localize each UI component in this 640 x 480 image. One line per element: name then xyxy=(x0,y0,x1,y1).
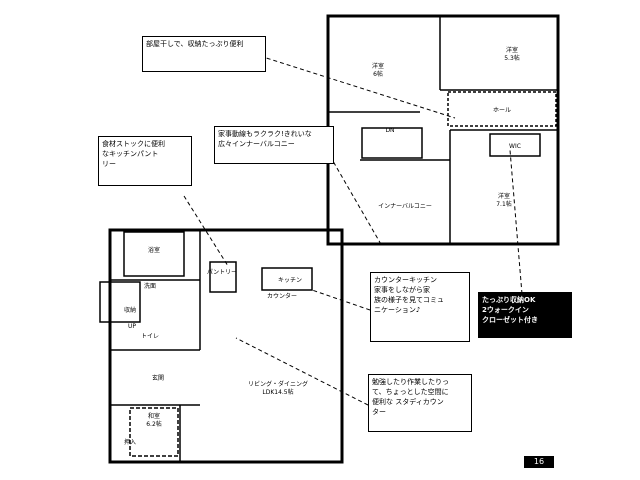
room-label: キッチン xyxy=(278,277,302,284)
room-label: DN xyxy=(385,127,394,134)
stairs-2f xyxy=(361,127,423,159)
room-label: インナーバルコニー xyxy=(378,203,432,210)
room-label: 洋室 xyxy=(506,46,518,54)
room-label: パントリー xyxy=(207,269,237,276)
callout-inner-balcony: 家事動線もラクラク!きれいな 広々インナーバルコニー xyxy=(214,126,334,164)
callout-study: 勉強したり作業したりっ て、ちょっとした空間に 便利な スタディカウン ター xyxy=(368,374,472,432)
kitchen-counter xyxy=(261,267,313,291)
bath-1f xyxy=(123,231,185,277)
room-label: 浴室 xyxy=(148,246,160,254)
room-label: カウンター xyxy=(267,292,297,300)
leader xyxy=(259,55,456,119)
room-label: 和室 xyxy=(148,412,160,420)
wic-2f xyxy=(489,133,541,157)
room-label: 洗面 xyxy=(144,282,156,290)
leader xyxy=(329,155,383,247)
room-label: ホール xyxy=(493,107,511,114)
callout-laundry: 部屋干しで、収納たっぷり便利 xyxy=(142,36,266,72)
room-label: UP xyxy=(128,323,136,330)
balcony-2f xyxy=(447,91,557,127)
callout-kitchen: カウンターキッチン 家事をしながら家 族の様子を見てコミュ ニケーション♪ xyxy=(370,272,470,342)
room-label: 7.1帖 xyxy=(496,200,512,208)
callout-pantry: 食材ストックに便利 なキッチンパント リー xyxy=(98,136,192,186)
leader xyxy=(509,149,523,295)
room-label: 洋室 xyxy=(498,192,510,200)
room-label: 収納 xyxy=(124,306,136,314)
first-floor-outline xyxy=(108,228,344,464)
page-number-badge: 16 xyxy=(524,456,554,468)
room-label: 押入 xyxy=(124,438,136,446)
room-label: WIC xyxy=(509,143,521,150)
room-label: 洋室 xyxy=(372,62,384,70)
pantry-1f xyxy=(209,261,237,293)
room-label: トイレ xyxy=(141,333,159,340)
room-label: 5.3帖 xyxy=(504,54,520,62)
room-label: リビング・ダイニング xyxy=(248,380,308,388)
room-label: 6.2帖 xyxy=(146,420,162,428)
leader xyxy=(311,289,371,311)
callout-closet: たっぷり収納OK 2ウォークイン クローゼット付き xyxy=(478,292,572,338)
room-label: 6帖 xyxy=(373,70,383,78)
room-label: LDK14.5帖 xyxy=(262,388,293,396)
japanese-room-tatami xyxy=(129,407,179,457)
room-label: 玄関 xyxy=(152,374,164,382)
stairs-1f xyxy=(99,281,141,323)
leader xyxy=(235,337,369,406)
